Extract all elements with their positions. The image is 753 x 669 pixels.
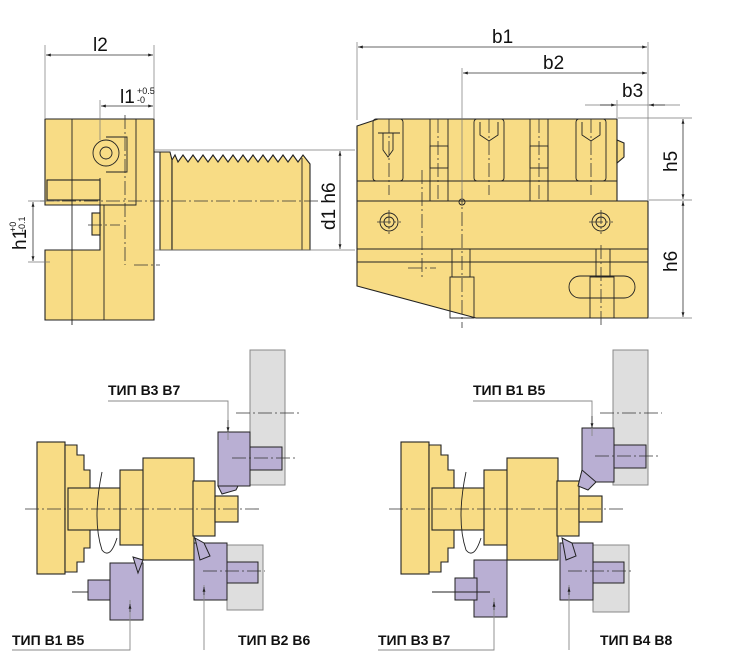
- label-type-b3-b7: ТИП B3 B7: [108, 382, 180, 398]
- machining-diagram-right: ТИП B1 B5 ТИП B3 B7 ТИП B4 B8: [378, 349, 672, 651]
- dim-h1-tol-upper: +0: [8, 222, 18, 232]
- dim-l1: l1: [120, 87, 135, 108]
- side-view: l2 l1 +0.5 -0 d1 h6 h1 +0 -0.1: [8, 35, 355, 325]
- front-view: b1 b2 b3 h5 h6: [356, 27, 692, 328]
- dim-l1-tol-lower: -0: [137, 95, 145, 105]
- dim-h1-tol-lower: -0.1: [17, 216, 27, 232]
- dim-h1: h1: [10, 229, 31, 250]
- dim-b1: b1: [492, 27, 513, 48]
- dim-b3: b3: [622, 81, 643, 102]
- label-type-b4-b8: ТИП B4 B8: [600, 632, 672, 648]
- label-type-b2-b6: ТИП B2 B6: [238, 632, 310, 648]
- machining-diagram-left: ТИП B3 B7 ТИП B1 B5 ТИП B2 B6: [12, 349, 310, 651]
- dim-l2: l2: [93, 35, 108, 56]
- label-type-b3-b7-right: ТИП B3 B7: [378, 632, 450, 648]
- dim-d1-h6: d1 h6: [319, 182, 340, 230]
- dim-l1-tol-upper: +0.5: [137, 86, 155, 96]
- dim-b2: b2: [543, 53, 564, 74]
- label-type-b1-b5-right: ТИП B1 B5: [473, 382, 545, 398]
- dim-h5: h5: [661, 151, 682, 172]
- label-type-b1-b5: ТИП B1 B5: [12, 632, 84, 648]
- dim-h6: h6: [661, 251, 682, 272]
